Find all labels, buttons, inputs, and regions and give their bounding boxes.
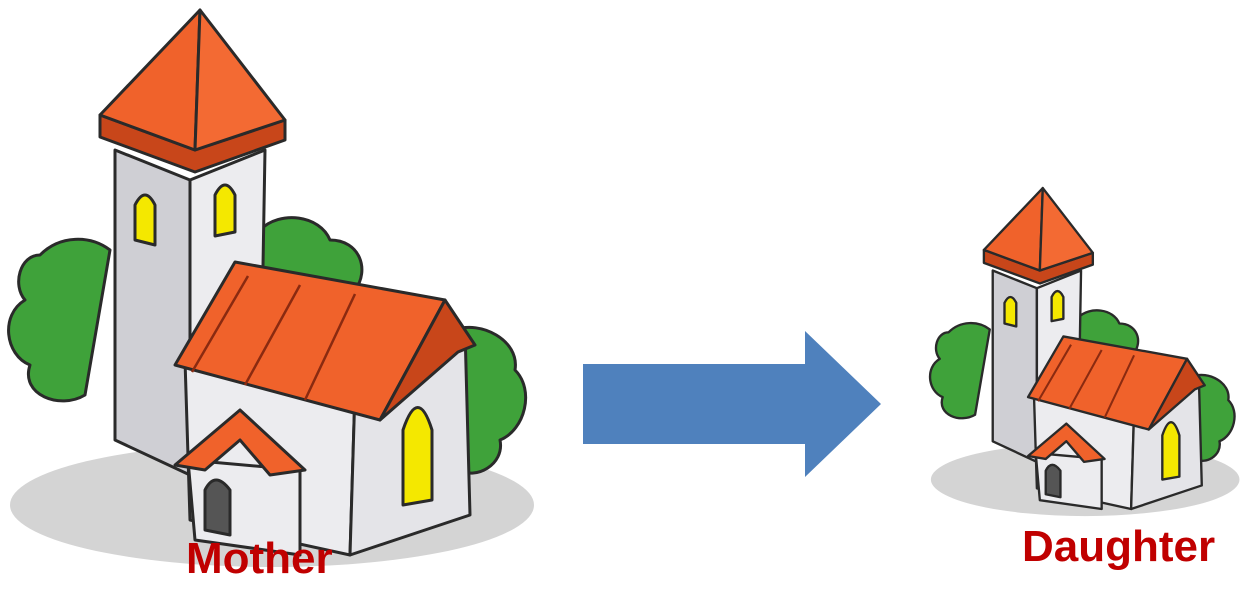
church-icon — [0, 0, 540, 570]
daughter-church-illustration — [925, 180, 1243, 520]
mother-church-illustration — [0, 0, 540, 570]
church-icon — [925, 180, 1243, 520]
daughter-label: Daughter — [1022, 525, 1215, 569]
mother-label: Mother — [186, 537, 333, 581]
right-arrow-icon — [583, 331, 881, 477]
